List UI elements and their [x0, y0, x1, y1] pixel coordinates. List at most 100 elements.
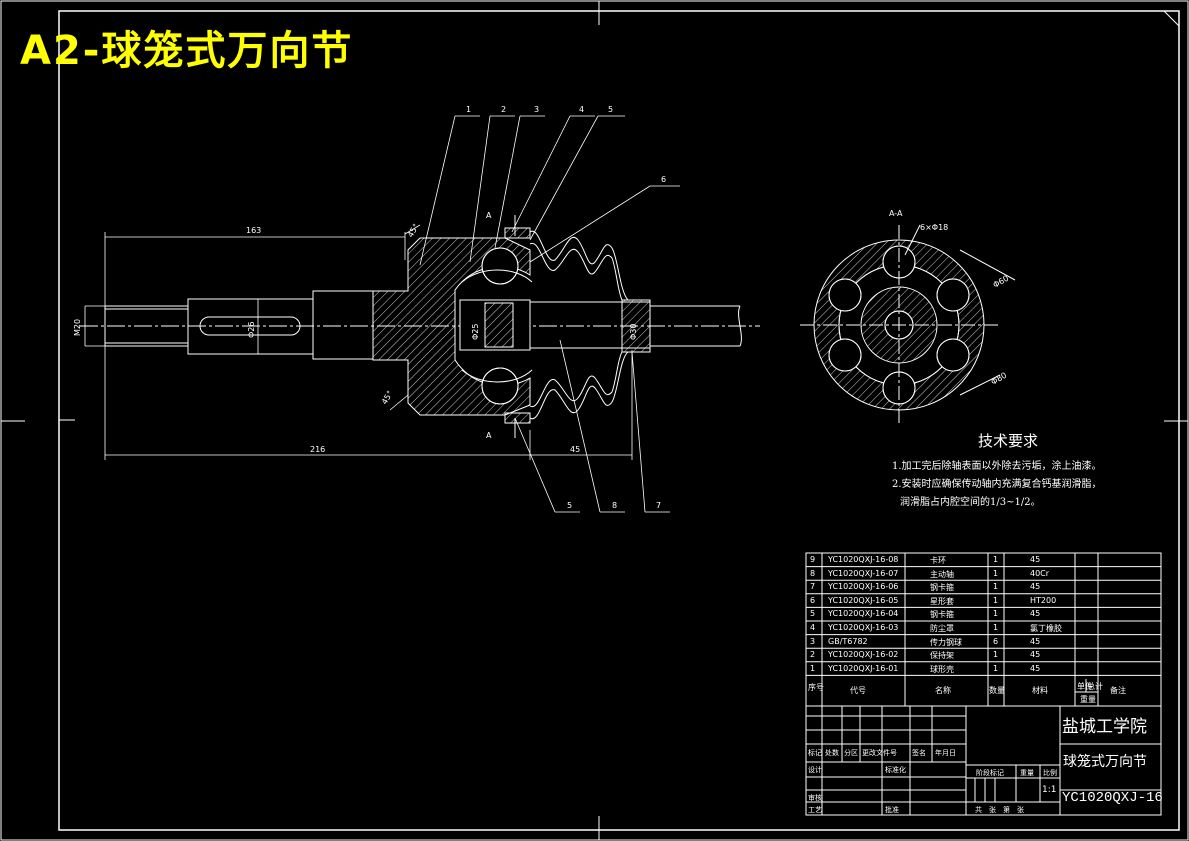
dim-angle-2: 45° [380, 389, 395, 406]
section-title: A-A [889, 209, 903, 218]
bom-cell-name: 钢卡箍 [930, 610, 954, 620]
bom-cell-no: 1 [810, 663, 816, 673]
bom-cell-code: YC1020QXJ-16-05 [828, 595, 899, 605]
tb-scale: 1:1 [1042, 785, 1057, 795]
bom-cell-qty: 1 [993, 595, 999, 605]
bom-cell-name: 防尘罩 [930, 624, 954, 633]
bom-cell-qty: 1 [993, 609, 999, 619]
bom-cell-name: 保持架 [930, 651, 954, 661]
part-name: 球笼式万向节 [1063, 754, 1147, 770]
dim-angle-1: 45° [406, 222, 421, 239]
leader-4: 4 [579, 105, 584, 114]
tb-process: 工艺 [808, 806, 822, 814]
bom-cell-no: 8 [810, 568, 816, 578]
bom-cell-material: HT200 [1030, 595, 1057, 605]
bom-cell-code: YC1020QXJ-16-02 [828, 650, 899, 660]
leader-5: 5 [567, 501, 572, 510]
tb-standard: 标准化 [885, 766, 906, 774]
dim-163: 163 [246, 226, 261, 235]
bom-cell-qty: 1 [993, 568, 999, 578]
tb-review: 审核 [808, 794, 822, 802]
bom-cell-name: 星形套 [930, 596, 954, 606]
bom-cell-code: YC1020QXJ-16-07 [828, 568, 899, 578]
bom-cell-qty: 6 [993, 636, 999, 646]
dim-45: 45 [570, 445, 580, 454]
bom-cell-name: 传力钢球 [930, 637, 962, 647]
drawing-number: YC1020QXJ-16 [1062, 790, 1163, 806]
bom-cell-material: 40Cr [1030, 568, 1050, 578]
tech-requirement-2: 2.安装时应确保传动轴内充满复合钙基润滑脂， [892, 479, 1102, 490]
bom-cell-material: 氯丁橡胶 [1030, 624, 1062, 633]
bom-cell-material: 45 [1030, 636, 1041, 646]
bom-cell-qty: 1 [993, 663, 999, 673]
leader-6a: 5 [608, 105, 613, 114]
bom-cell-no: 2 [810, 650, 816, 660]
main-view [80, 215, 760, 438]
tech-requirement-1: 1.加工完后除轴表面以外除去污垢，涂上油漆。 [892, 461, 1102, 472]
tech-requirements-title: 技术要求 [978, 432, 1039, 450]
leader-2: 2 [501, 105, 506, 114]
dim-216: 216 [310, 445, 325, 454]
bom-cell-no: 6 [810, 595, 816, 605]
bom-cell-qty: 1 [993, 623, 999, 632]
bom-cell-material: 45 [1030, 555, 1041, 564]
tb-design: 设计 [808, 766, 822, 774]
bom-cell-no: 5 [810, 609, 816, 619]
bom-header-code: 代号 [850, 686, 866, 695]
bom-header-remark: 备注 [1110, 686, 1126, 695]
dimension-lines [84, 224, 633, 460]
dim-m20: M20 [73, 319, 82, 336]
leader-3: 3 [534, 105, 539, 114]
dim-phi26: Φ26 [247, 322, 256, 338]
bom-header-total: 总计 [1087, 682, 1103, 691]
bom-header-no: 序号 [808, 683, 824, 692]
bom-cell-code: YC1020QXJ-16-03 [828, 623, 899, 632]
bom-cell-name: 球形壳 [930, 664, 954, 674]
leader-1: 1 [466, 105, 471, 114]
bom-cell-code: GB/T6782 [828, 636, 868, 646]
bom-cell-qty: 1 [993, 650, 999, 660]
title-block [805, 705, 1162, 816]
leader-6b: 6 [661, 175, 666, 184]
bom-cell-name: 主动轴 [930, 569, 954, 579]
section-view [800, 224, 1016, 425]
bom-cell-no: 4 [810, 623, 816, 632]
bom-cell-code: YC1020QXJ-16-01 [828, 663, 899, 673]
dim-6xphi18: 6×Φ18 [920, 223, 948, 232]
tb-date: 年月日 [935, 749, 956, 757]
section-mark-bottom: A [486, 431, 492, 440]
bom-header-weight: 重量 [1080, 695, 1096, 704]
tech-requirement-3: 润滑脂占内腔空间的1/3~1/2。 [900, 497, 1041, 508]
bom-cell-material: 45 [1030, 609, 1041, 619]
tb-weight: 重量 [1020, 769, 1034, 777]
bom-cell-name: 钢卡箍 [930, 583, 954, 593]
dim-phi80: Φ80 [990, 371, 1009, 387]
bom-cell-no: 7 [810, 582, 816, 592]
tb-count: 处数 [825, 749, 839, 757]
dim-phi30: Φ30 [629, 324, 638, 340]
leader-lines [419, 115, 680, 513]
tb-sign: 签名 [912, 749, 926, 757]
bom-cell-material: 45 [1030, 650, 1041, 660]
bom-cell-name: 卡环 [930, 556, 946, 565]
bom-header-name: 名称 [935, 686, 951, 695]
inner-border [58, 10, 1180, 831]
tb-change-doc: 更改文件号 [862, 749, 897, 757]
tb-stage-mark: 阶段标记 [976, 769, 1004, 777]
bom-table [805, 552, 1162, 707]
bom-cell-no: 9 [810, 555, 816, 564]
bom-header-unit: 单件 [1077, 682, 1093, 691]
tb-zone: 分区 [844, 749, 858, 757]
dim-phi25: Φ25 [471, 324, 480, 340]
bom-cell-code: YC1020QXJ-16-08 [828, 555, 899, 564]
bom-cell-code: YC1020QXJ-16-06 [828, 582, 899, 592]
tb-ratio: 比例 [1043, 769, 1057, 777]
tb-approve: 批准 [885, 806, 899, 814]
bom-cell-qty: 1 [993, 555, 999, 564]
leader-8: 8 [612, 501, 617, 510]
bom-cell-material: 45 [1030, 663, 1041, 673]
bom-cell-code: YC1020QXJ-16-04 [828, 609, 899, 619]
